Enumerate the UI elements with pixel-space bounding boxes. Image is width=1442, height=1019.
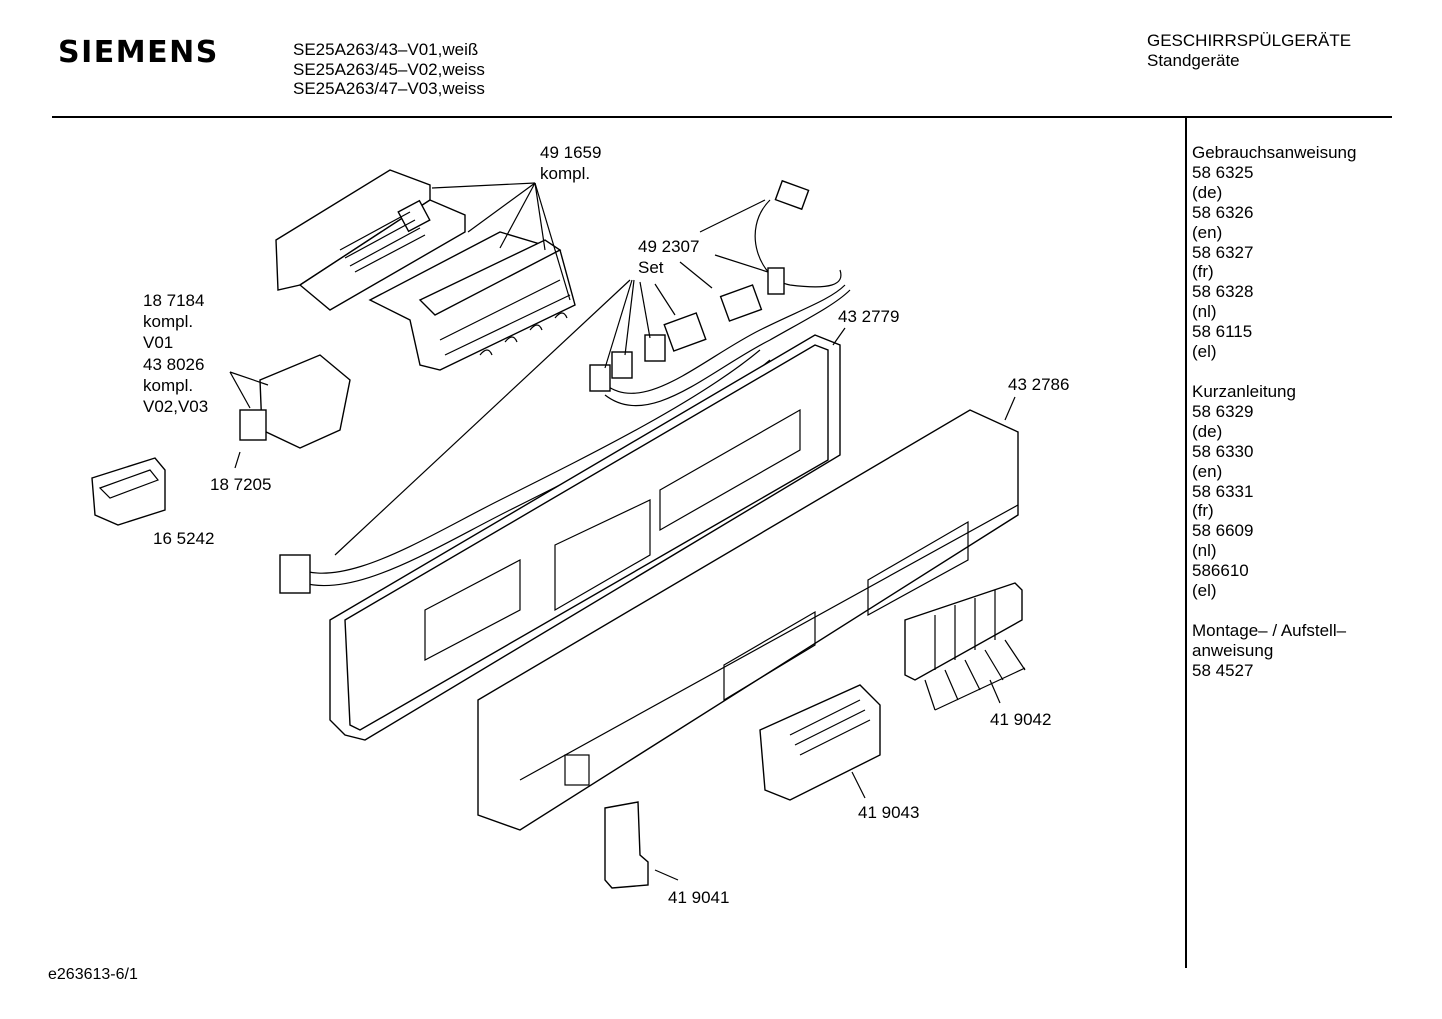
part-note: kompl.: [540, 164, 591, 183]
doc-line: (el): [1192, 581, 1217, 601]
doc-line: (nl): [1192, 302, 1217, 322]
part-note: V01: [143, 333, 174, 353]
part-number: 41 9041: [668, 888, 730, 907]
doc-line: 58 6328: [1192, 282, 1254, 302]
doc-line: (fr): [1192, 262, 1214, 282]
part-label-432786: 43 2786: [1008, 374, 1069, 395]
doc-section-quick-guide: Kurzanleitung 58 6329 (de) 58 6330 (en) …: [1192, 382, 1356, 601]
doc-line: (de): [1192, 182, 1223, 202]
document-list: Gebrauchsanweisung 58 6325 (de) 58 6326 …: [1192, 143, 1356, 681]
doc-line: anweisung: [1192, 640, 1274, 660]
part-label-419041: 41 9041: [668, 887, 729, 908]
doc-line: (fr): [1192, 501, 1214, 521]
model-list: SE25A263/43–V01,weiß SE25A263/45–V02,wei…: [293, 40, 485, 99]
part-number: 16 5242: [153, 529, 215, 548]
category-title: GESCHIRRSPÜLGERÄTE: [1147, 31, 1352, 50]
sidebar-divider: [1185, 118, 1187, 968]
leader-lines-491659: [431, 182, 571, 301]
part-label-187184: 18 7184 kompl. V01 43 8026 kompl. V02,V0…: [143, 290, 208, 417]
document-code: e263613-6/1: [48, 966, 138, 983]
doc-section-installation: Montage– / Aufstell– anweisung 58 4527: [1192, 621, 1356, 681]
part-number: 18 7205: [210, 475, 272, 494]
model-line: SE25A263/47–V03,weiss: [293, 79, 485, 98]
electronic-module-drawing: [275, 169, 576, 371]
part-number: 43 8026: [143, 354, 205, 374]
doc-section-user-manual: Gebrauchsanweisung 58 6325 (de) 58 6326 …: [1192, 143, 1356, 362]
door-switch-drawing: [229, 354, 351, 469]
part-label-492307: 49 2307 Set: [638, 236, 699, 278]
part-number: 41 9043: [858, 803, 920, 822]
handle-drawing: [759, 684, 881, 801]
part-number: 43 2786: [1008, 375, 1070, 394]
part-label-419042: 41 9042: [990, 709, 1051, 730]
doc-line: 58 6330: [1192, 441, 1254, 461]
wiring-harness-drawing: [279, 179, 851, 594]
category-subtitle: Standgeräte: [1147, 51, 1240, 70]
doc-line: 58 6325: [1192, 162, 1254, 182]
part-label-419043: 41 9043: [858, 802, 919, 823]
part-note: kompl.: [143, 312, 194, 332]
doc-title: Gebrauchsanweisung: [1192, 143, 1357, 162]
part-number: 43 2779: [838, 307, 900, 326]
doc-line: 58 6327: [1192, 242, 1254, 262]
part-note: Set: [638, 258, 664, 277]
part-number: 49 2307: [638, 237, 700, 256]
doc-title: Kurzanleitung: [1192, 381, 1296, 401]
button-set-drawing: [904, 582, 1026, 711]
brand-logo: SIEMENS: [58, 35, 219, 70]
part-label-432779: 43 2779: [838, 306, 899, 327]
doc-line: (en): [1192, 461, 1223, 481]
part-number: 49 1659: [540, 143, 602, 162]
part-note: V02,V03: [143, 397, 209, 417]
part-label-187205: 18 7205: [210, 474, 271, 495]
model-line: SE25A263/43–V01,weiß: [293, 40, 479, 59]
part-label-165242: 16 5242: [153, 528, 214, 549]
doc-line: 58 6326: [1192, 202, 1254, 222]
part-label-491659: 49 1659 kompl.: [540, 142, 601, 184]
inner-panel-drawing: [329, 327, 846, 741]
leader-lines-492307: [334, 199, 769, 556]
header-divider: [52, 116, 1392, 118]
doc-line: 58 6329: [1192, 401, 1254, 421]
doc-line: (de): [1192, 421, 1223, 441]
part-number: 41 9042: [990, 710, 1052, 729]
terminal-block-drawing: [91, 457, 166, 526]
front-panel-drawing: [477, 396, 1019, 831]
doc-line: 58 6331: [1192, 481, 1254, 501]
category-block: GESCHIRRSPÜLGERÄTE Standgeräte: [1147, 31, 1351, 71]
doc-line: 58 4527: [1192, 660, 1254, 680]
doc-line: 58 6115: [1192, 322, 1253, 342]
doc-line: (nl): [1192, 541, 1217, 561]
doc-line: (en): [1192, 222, 1223, 242]
part-number: 18 7184: [143, 291, 205, 310]
part-note: kompl.: [143, 375, 194, 395]
doc-title: Montage– / Aufstell–: [1192, 620, 1347, 640]
doc-line: 586610: [1192, 561, 1249, 581]
model-line: SE25A263/45–V02,weiss: [293, 59, 485, 79]
latch-part-drawing: [604, 801, 679, 889]
doc-line: 58 6609: [1192, 521, 1254, 541]
doc-line: (el): [1192, 342, 1217, 362]
